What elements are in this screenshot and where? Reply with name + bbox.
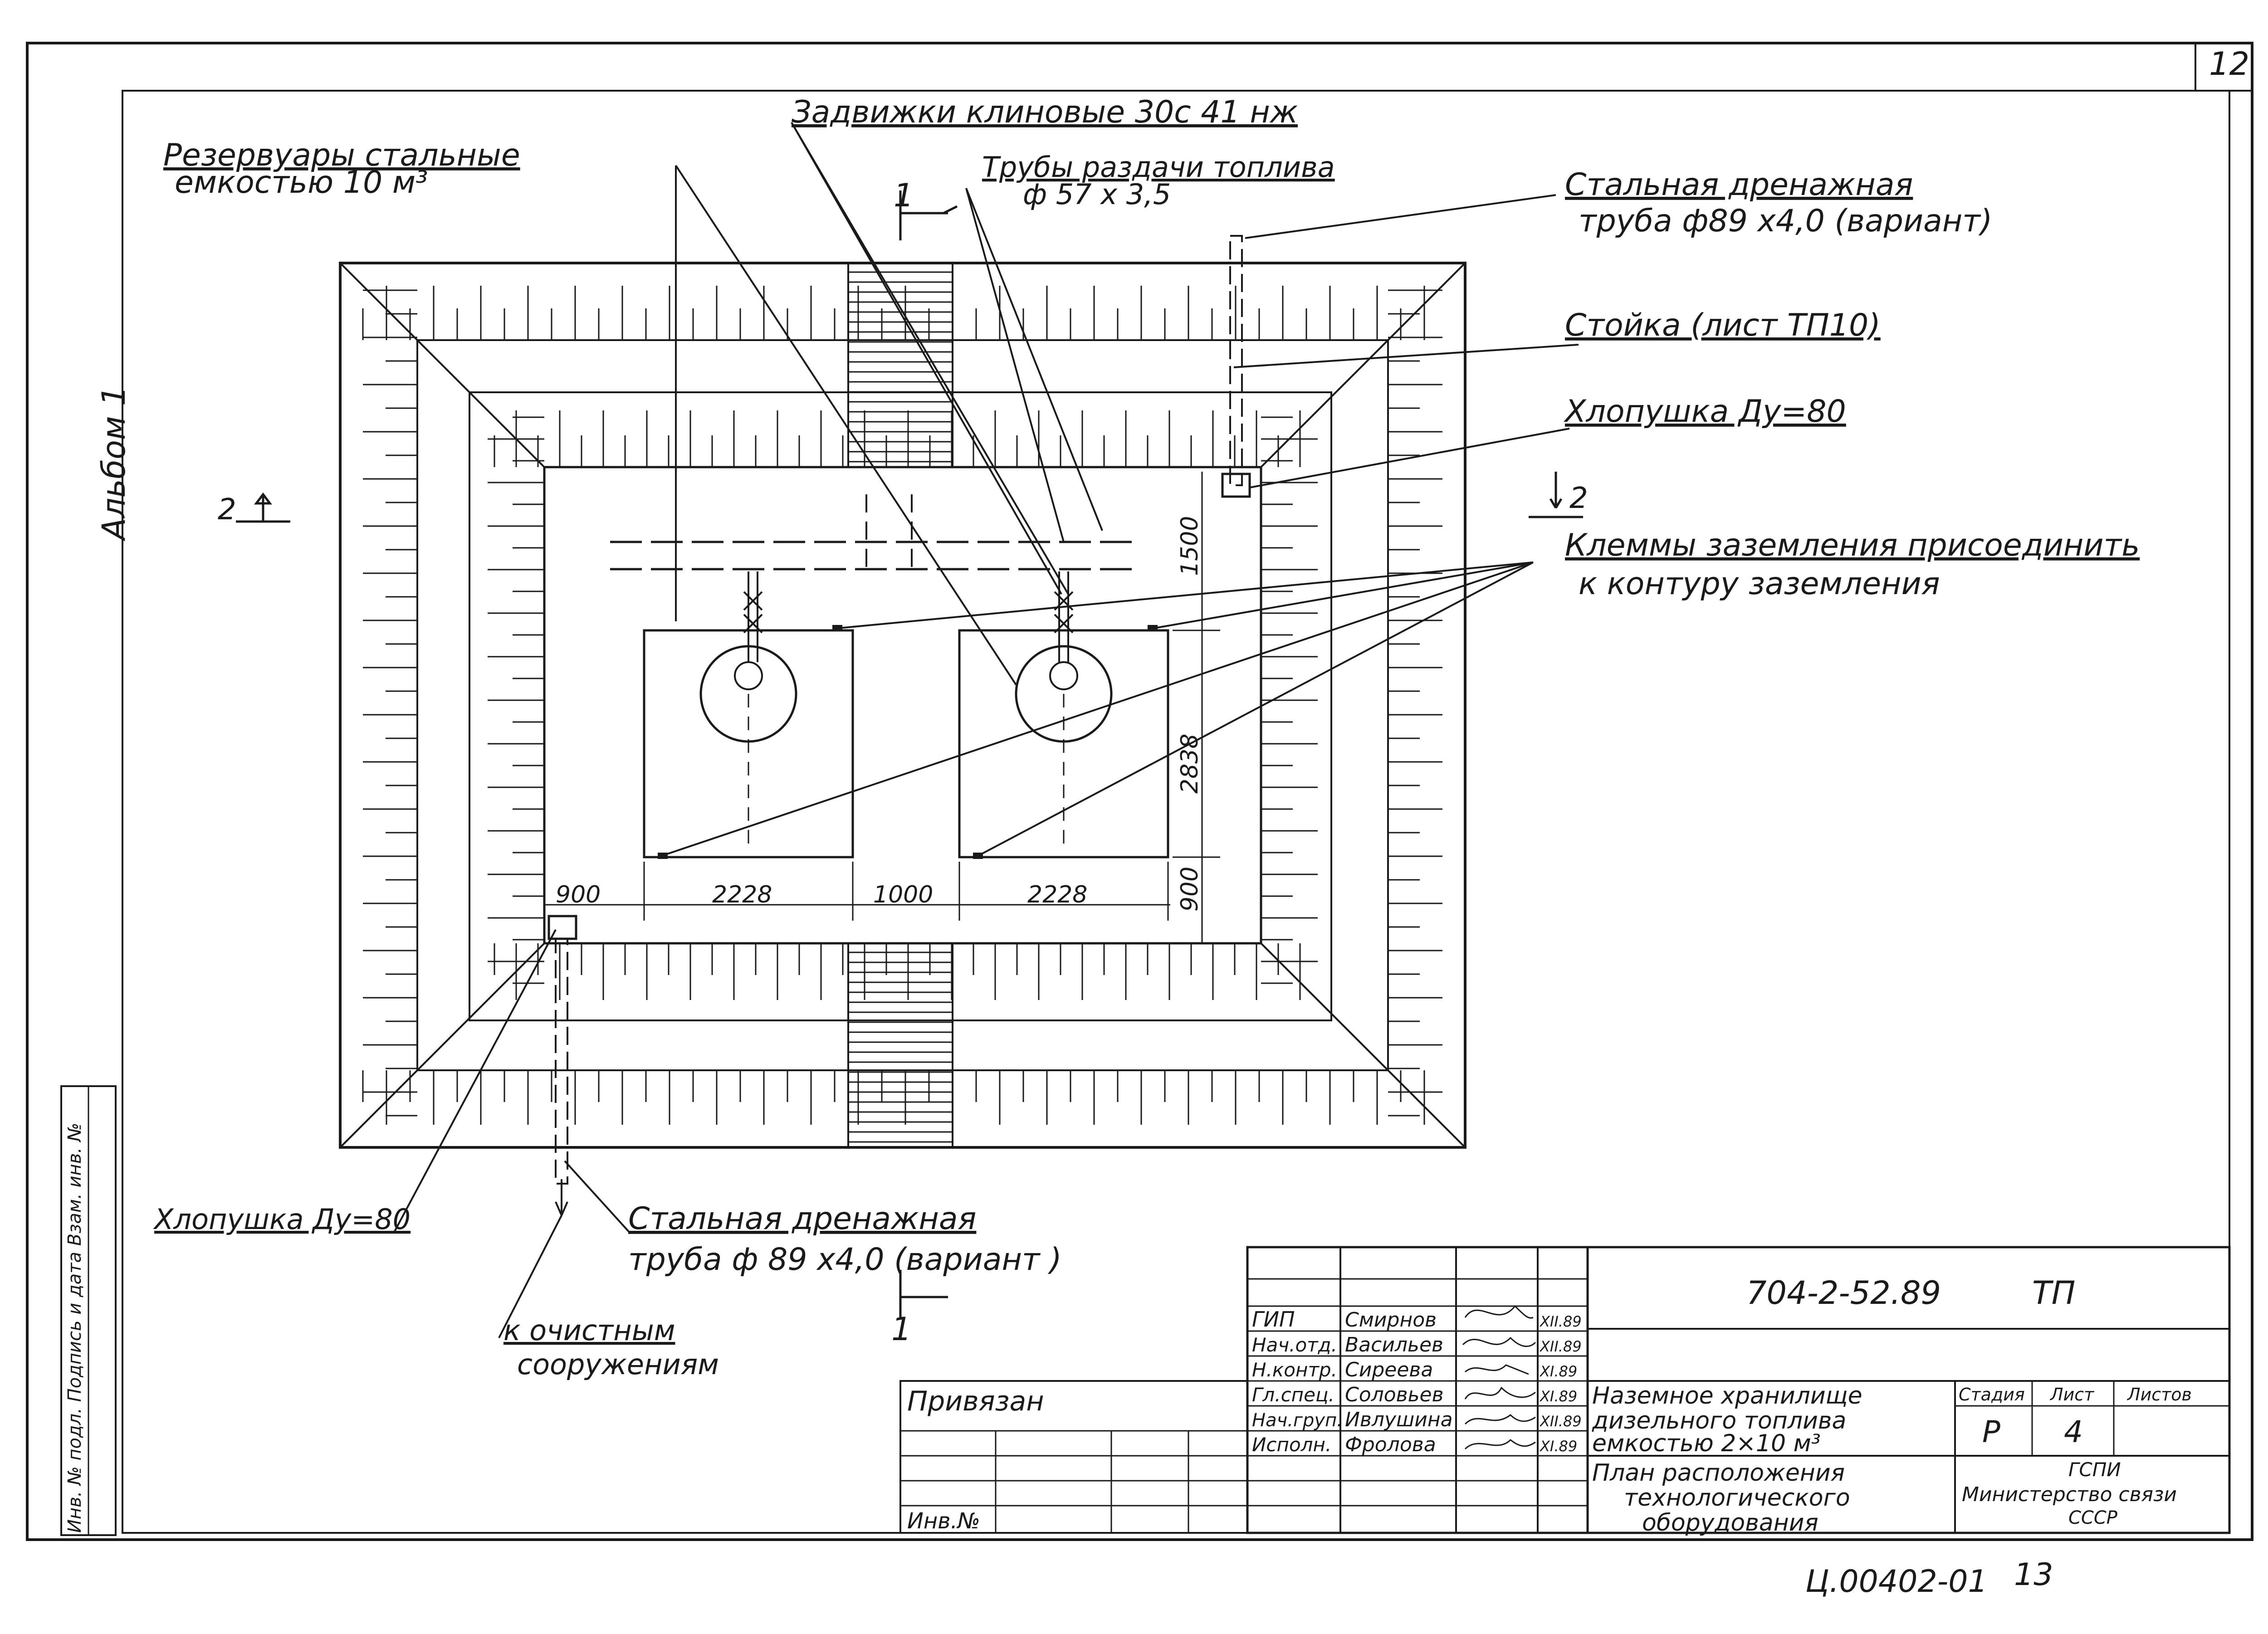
name-4: Соловьев <box>1345 1383 1444 1406</box>
role-nach-grup: Нач.груп. <box>1252 1410 1343 1431</box>
label-treatment-1: к очистным <box>503 1314 675 1347</box>
section-mark-2-left: 2 <box>218 493 236 527</box>
date-2: XII.89 <box>1539 1338 1582 1355</box>
page-number: 12 <box>2209 45 2249 83</box>
label-stand: Стойка (лист ТП10) <box>1565 307 1881 343</box>
valve-symbols <box>743 591 1074 634</box>
dimension-1000: 1000 <box>873 881 933 908</box>
name-2: Васильев <box>1345 1333 1443 1356</box>
privyazan-label: Привязан <box>907 1385 1044 1417</box>
margin-stamp <box>60 1085 117 1536</box>
bottom-code: Ц.00402-01 <box>1805 1564 1988 1600</box>
role-gl-spec: Гл.спец. <box>1252 1384 1334 1406</box>
label-treatment-2: сооружениям <box>517 1348 719 1381</box>
dimension-2228-a: 2228 <box>712 881 772 908</box>
section-mark-2-right: 2 <box>1569 482 1588 515</box>
label-drain-top-1: Стальная дренажная <box>1565 167 1913 203</box>
distribution-pipes <box>610 494 1139 571</box>
sheet-title-1: План расположения <box>1592 1459 1845 1487</box>
stage-header: Стадия <box>1959 1385 2025 1405</box>
document-code: 704-2-52.89 <box>1746 1274 1941 1312</box>
org-line-3: СССР <box>2068 1507 2118 1528</box>
name-6: Фролова <box>1345 1433 1436 1456</box>
name-1: Смирнов <box>1345 1308 1437 1332</box>
dimension-lines <box>543 472 1220 943</box>
label-pipes-1: Трубы раздачи топлива <box>982 151 1335 184</box>
drain-pipe-bottom <box>498 915 577 1338</box>
label-ground-2: к контуру заземления <box>1579 566 1940 602</box>
label-drain-bottom-2: труба ф 89 х4,0 (вариант ) <box>628 1242 1062 1278</box>
dimension-900-right: 900 <box>1176 867 1203 912</box>
section-marks <box>236 190 1583 1320</box>
object-line-2: дизельного топлива <box>1592 1407 1846 1434</box>
org-line-2: Министерство связи <box>1962 1483 2177 1506</box>
section-mark-1-bottom: 1 <box>891 1311 912 1348</box>
date-3: XI.89 <box>1539 1363 1577 1380</box>
leader-lines <box>394 122 1579 1234</box>
sheet-title-3: оборудования <box>1642 1509 1818 1536</box>
inv-no-label: Инв.№ <box>907 1508 980 1534</box>
label-pipes-2: ф 57 х 3,5 <box>1023 178 1171 211</box>
sheets-header: Листов <box>2126 1385 2192 1405</box>
object-line-3: емкостью 2×10 м³ <box>1592 1430 1821 1457</box>
role-n-kontr: Н.контр. <box>1252 1359 1337 1381</box>
label-drain-bottom-1: Стальная дренажная <box>628 1201 976 1237</box>
label-flap-left: Хлопушка Ду=80 <box>153 1203 411 1236</box>
dimension-2228-b: 2228 <box>1027 881 1087 908</box>
label-flap-right: Хлопушка Ду=80 <box>1564 394 1846 429</box>
tank-left <box>643 571 854 858</box>
label-tanks-2: емкостью 10 м³ <box>175 165 428 200</box>
dimension-900-left: 900 <box>556 881 601 908</box>
name-5: Ивлушина <box>1345 1408 1453 1431</box>
label-drain-top-2: труба ф89 х4,0 (вариант) <box>1579 203 1992 239</box>
label-valves: Задвижки клиновые 30с 41 нж <box>792 94 1298 130</box>
stage-value: Р <box>1982 1415 2000 1449</box>
label-ground-1: Клеммы заземления присоединить <box>1565 527 2140 563</box>
dimension-2838: 2838 <box>1176 734 1203 794</box>
date-1: XII.89 <box>1539 1313 1582 1330</box>
sheet-value: 4 <box>2064 1415 2083 1449</box>
drain-pipe-top <box>1221 235 1251 498</box>
tank-right <box>958 571 1169 858</box>
sheet-header: Лист <box>2049 1385 2095 1405</box>
signatures <box>1462 1305 1536 1450</box>
bottom-page-number: 13 <box>2014 1557 2053 1593</box>
role-ispoln: Исполн. <box>1252 1434 1331 1456</box>
label-tanks-1: Резервуары стальные <box>163 137 520 173</box>
date-4: XI.89 <box>1539 1388 1577 1405</box>
role-nach-otd: Нач.отд. <box>1252 1334 1337 1356</box>
role-gip: ГИП <box>1252 1307 1295 1332</box>
document-mark: ТП <box>2032 1274 2075 1312</box>
sheet-frame <box>26 42 2253 1541</box>
ground-clamps <box>658 625 1158 859</box>
org-line-1: ГСПИ <box>2068 1458 2121 1481</box>
object-line-1: Наземное хранилище <box>1592 1382 1862 1410</box>
title-block <box>899 1246 2231 1534</box>
date-6: XI.89 <box>1539 1438 1577 1455</box>
album-label: Альбом 1 <box>95 386 132 541</box>
margin-stamp-text: Инв. № подл. Подпись и дата Взам. инв. № <box>64 1123 85 1533</box>
date-5: XII.89 <box>1539 1413 1582 1430</box>
dimension-1500: 1500 <box>1176 516 1203 576</box>
name-3: Сиреева <box>1345 1358 1433 1381</box>
section-mark-1-top: 1 <box>894 177 914 214</box>
sheet-title-2: технологического <box>1624 1484 1850 1512</box>
embankment <box>339 262 1466 1149</box>
